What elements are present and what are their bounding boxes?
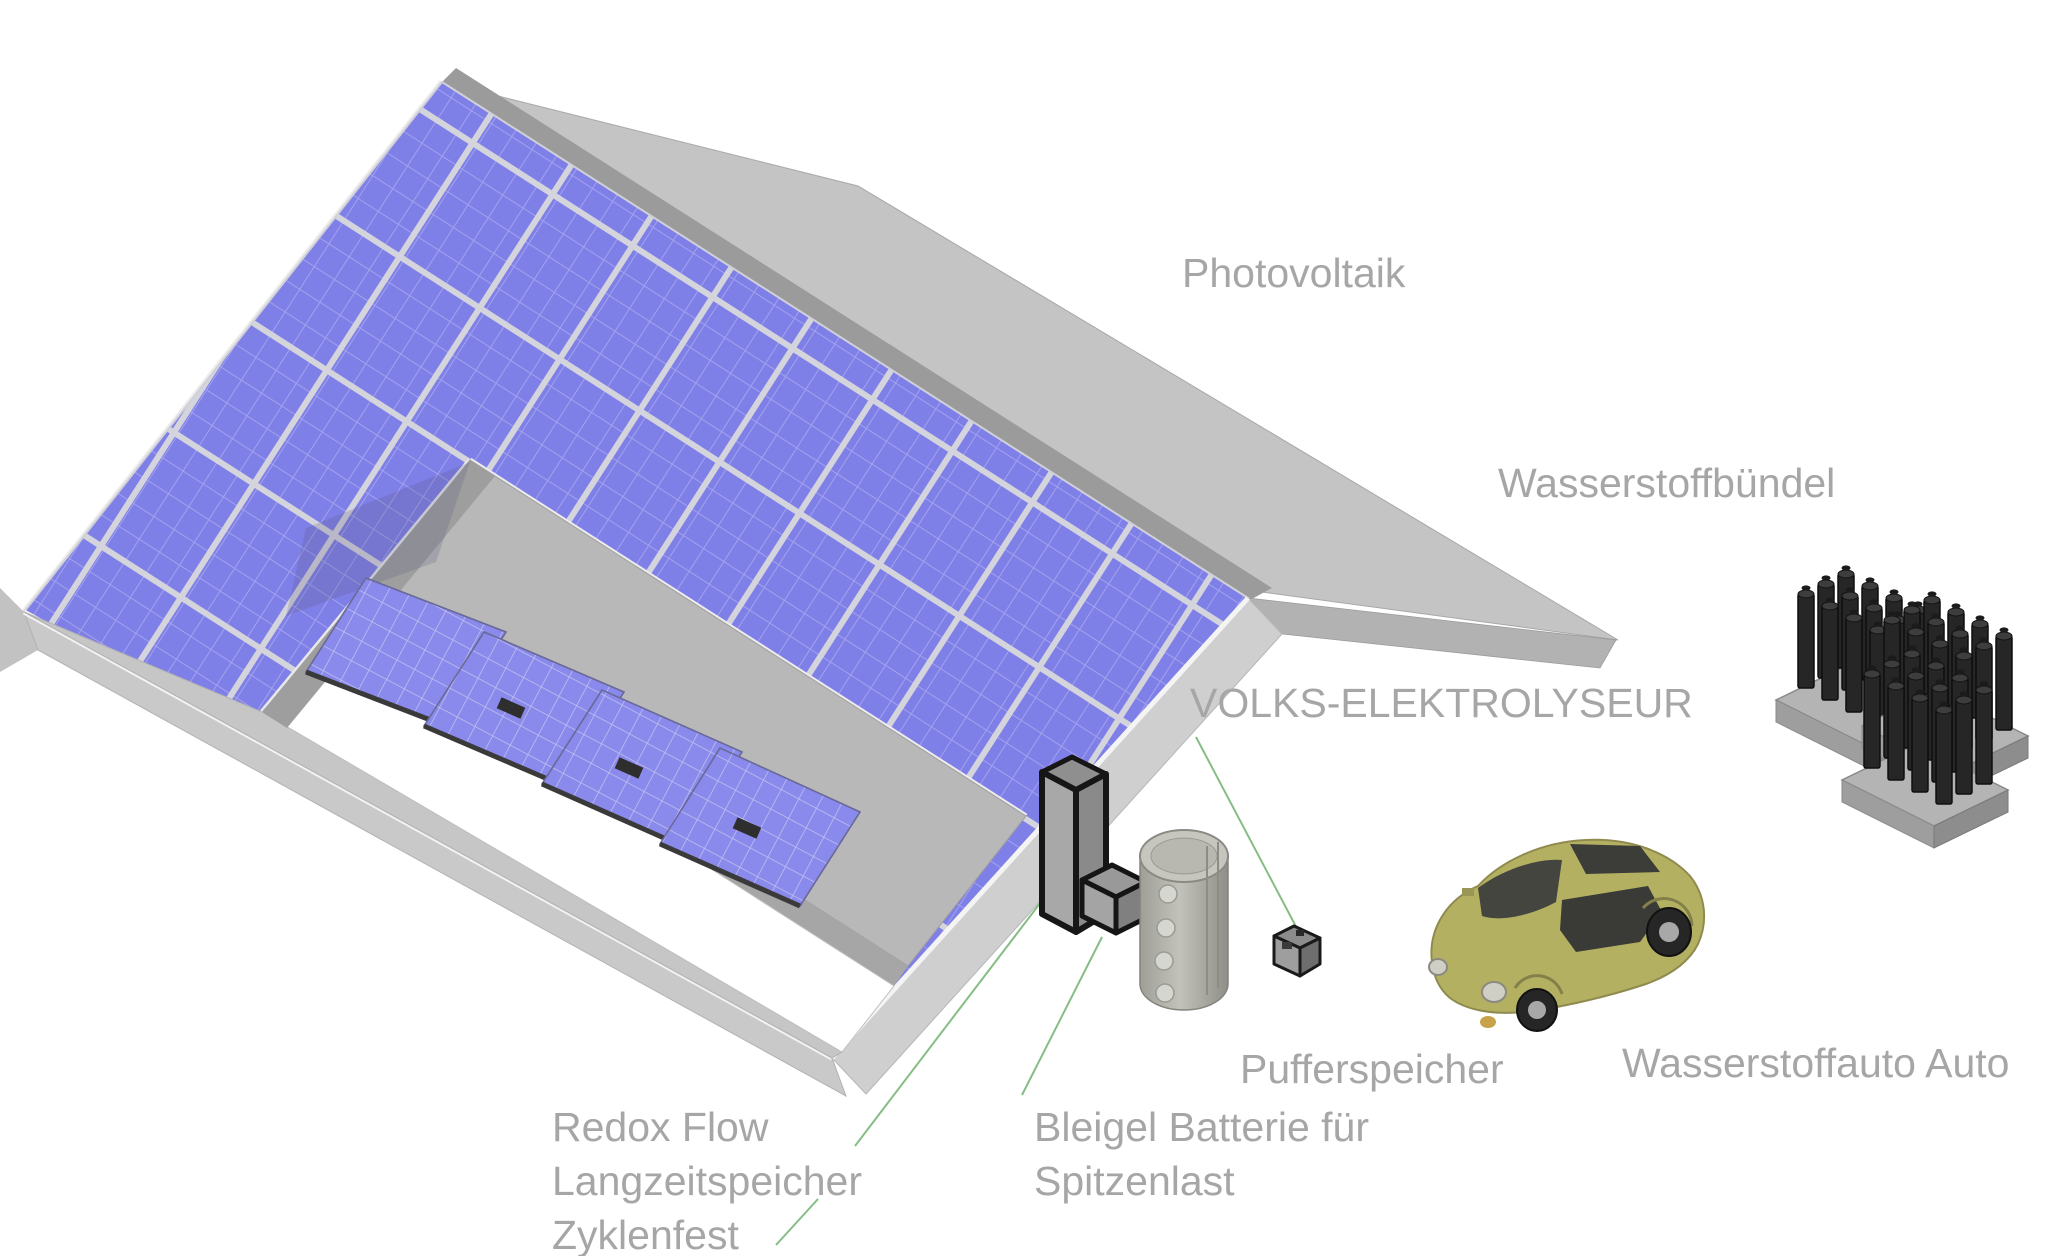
car-rear-glass	[1570, 844, 1660, 874]
label-redox-flow: Redox Flow Langzeitspeicher Zyklenfest	[552, 1100, 862, 1256]
roof-courtyard	[23, 457, 1028, 1059]
label-wasserstoffauto: Wasserstoffauto Auto	[1622, 1040, 2010, 1086]
tracker-shadow	[286, 462, 470, 616]
label-bleigel-line2: Spitzenlast	[1034, 1158, 1235, 1204]
leader-line-redox-flow	[775, 1198, 819, 1246]
car-headlight	[1481, 981, 1507, 1003]
leader-lines	[775, 736, 1303, 1246]
car-mirror	[1462, 888, 1474, 896]
tracker-panel	[658, 747, 862, 909]
tracker-panel-array	[304, 577, 862, 909]
label-photovoltaik: Photovoltaik	[1182, 250, 1406, 296]
elektrolyseur-unit	[1272, 924, 1322, 978]
label-wasserstoffbuendel: Wasserstoffbündel	[1498, 460, 1836, 506]
label-volks-elektrolyseur: VOLKS-ELEKTROLYSEUR	[1190, 680, 1693, 726]
car-windshield	[1478, 859, 1562, 919]
car-turn-signal	[1480, 1016, 1496, 1028]
label-redox-flow-line3: Zyklenfest	[552, 1212, 739, 1256]
hydrogen-car	[1428, 838, 1706, 1032]
bleigel-battery-box	[1079, 862, 1149, 936]
leader-line-elektrolyseur	[1195, 736, 1303, 939]
buffer-tank	[1139, 829, 1229, 1011]
car-side-windows	[1560, 886, 1662, 952]
leader-line-bleigel	[1021, 936, 1103, 1096]
redox-flow-cabinet	[1039, 754, 1109, 935]
car-headlight	[1428, 958, 1448, 976]
label-redox-flow-line1: Redox Flow	[552, 1104, 769, 1150]
hydrogen-cylinder-bundles	[1776, 565, 2028, 848]
label-redox-flow-line2: Langzeitspeicher	[552, 1158, 862, 1204]
leader-line-redox-flow	[854, 897, 1045, 1147]
label-pufferspeicher: Pufferspeicher	[1240, 1046, 1504, 1092]
roof-back-slope	[441, 68, 1619, 669]
label-bleigel-batterie: Bleigel Batterie für Spitzenlast	[1034, 1100, 1369, 1208]
label-bleigel-line1: Bleigel Batterie für	[1034, 1104, 1370, 1150]
